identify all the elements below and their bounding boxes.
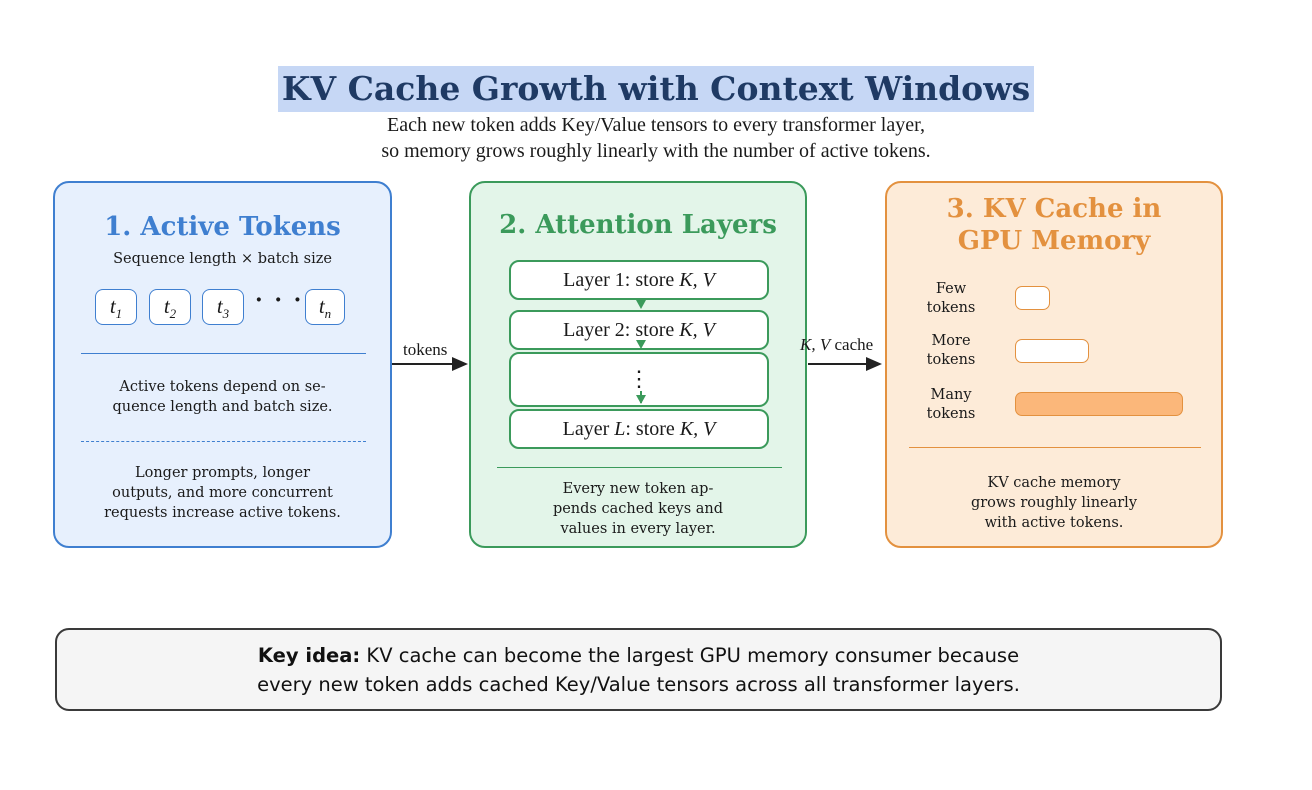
token-box-n: tn bbox=[305, 289, 345, 325]
title-wrap: KV Cache Growth with Context Windows bbox=[0, 66, 1312, 112]
layers-divider bbox=[497, 467, 782, 468]
gpu-memory-note: KV cache memory grows roughly linearly w… bbox=[970, 475, 1138, 531]
tokens-arrow-line bbox=[392, 363, 454, 365]
kv-cache-arrow-head bbox=[866, 357, 882, 371]
attention-layers-title: 2. Attention Layers bbox=[499, 210, 777, 240]
memory-bar-more bbox=[1015, 339, 1089, 363]
gpu-memory-title: 3. KV Cache in GPU Memory bbox=[946, 194, 1162, 256]
subtitle-line-1: Each new token adds Key/Value tensors to… bbox=[387, 114, 925, 136]
active-tokens-panel: 1. Active Tokens Sequence length × batch… bbox=[53, 181, 392, 548]
gpu-memory-panel: 3. KV Cache in GPU Memory Few tokens Mor… bbox=[885, 181, 1223, 548]
subtitle-line-2: so memory grows roughly linearly with th… bbox=[381, 140, 931, 162]
layer-box-1: Layer 1: store K, V bbox=[509, 260, 769, 300]
memory-divider bbox=[909, 447, 1201, 448]
attention-layers-panel: 2. Attention Layers Layer 1: store K, V … bbox=[469, 181, 807, 548]
memory-label-few: Few tokens bbox=[926, 281, 976, 316]
active-tokens-note-2: Longer prompts, longer outputs, and more… bbox=[104, 465, 341, 521]
layer-arrow-1 bbox=[636, 300, 646, 309]
key-idea-box: Key idea: KV cache can become the larges… bbox=[55, 628, 1222, 711]
tokens-arrow-head bbox=[452, 357, 468, 371]
key-idea-line-2: every new token adds cached Key/Value te… bbox=[257, 673, 1020, 696]
memory-label-many: Many tokens bbox=[926, 387, 976, 422]
memory-bar-many bbox=[1015, 392, 1183, 416]
memory-bar-few bbox=[1015, 286, 1050, 310]
layer-arrow-3 bbox=[636, 395, 646, 404]
active-tokens-title: 1. Active Tokens bbox=[104, 212, 341, 242]
divider-dashed bbox=[81, 441, 366, 442]
token-box-2: t2 bbox=[149, 289, 191, 325]
kv-cache-arrow-line bbox=[808, 363, 868, 365]
memory-label-more: More tokens bbox=[926, 333, 976, 368]
active-tokens-note-1: Active tokens depend on se- quence lengt… bbox=[112, 379, 333, 415]
layer-box-l: Layer L: store K, V bbox=[509, 409, 769, 449]
key-idea-line-1: Key idea: KV cache can become the larges… bbox=[257, 644, 1020, 667]
kv-cache-arrow-label: K, V cache bbox=[800, 335, 874, 354]
divider-solid bbox=[81, 353, 366, 354]
attention-layers-note: Every new token ap- pends cached keys an… bbox=[552, 481, 724, 537]
layer-arrow-2 bbox=[636, 340, 646, 349]
active-tokens-caption: Sequence length × batch size bbox=[113, 251, 332, 267]
token-box-3: t3 bbox=[202, 289, 244, 325]
token-box-1: t1 bbox=[95, 289, 137, 325]
tokens-arrow-label: tokens bbox=[403, 340, 448, 359]
page-title: KV Cache Growth with Context Windows bbox=[277, 66, 1035, 112]
token-ellipsis: · · · bbox=[255, 287, 304, 313]
